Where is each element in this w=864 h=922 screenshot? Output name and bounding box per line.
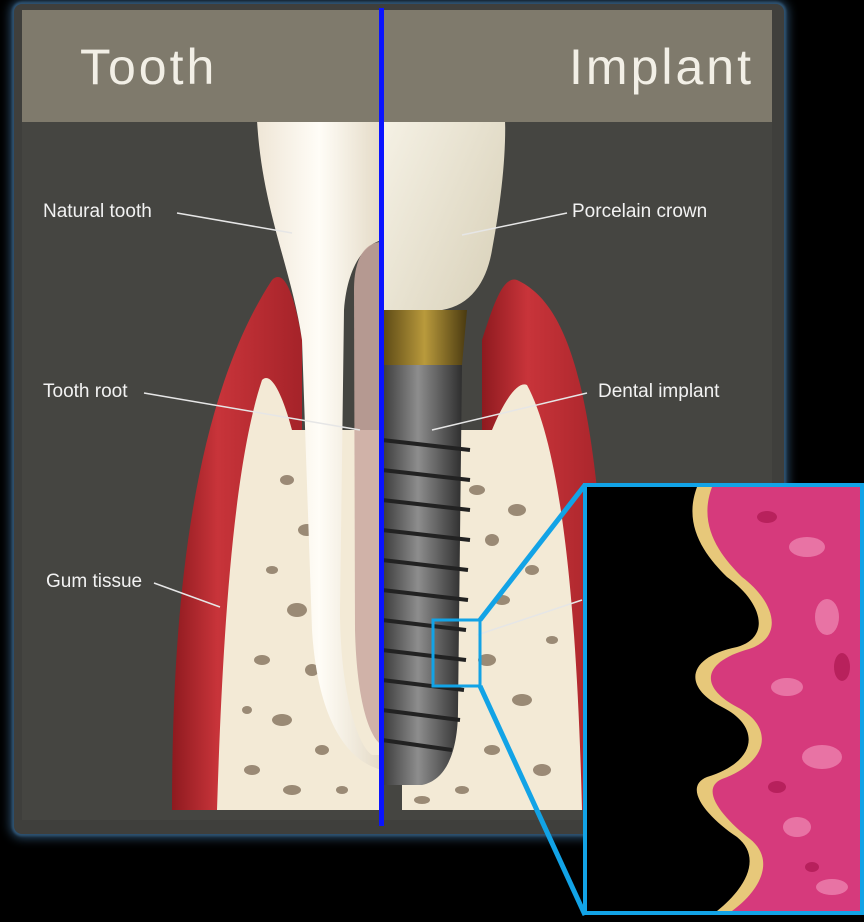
label-tooth-root: Tooth root	[43, 381, 128, 403]
label-gum-tissue: Gum tissue	[46, 571, 142, 593]
label-dental-implant: Dental implant	[598, 381, 719, 403]
header-band: Tooth Implant	[22, 10, 772, 122]
title-tooth: Tooth	[80, 38, 217, 96]
divider-line	[379, 8, 384, 826]
label-porcelain-crown: Porcelain crown	[572, 201, 707, 223]
abutment-collar	[382, 310, 467, 365]
title-implant: Implant	[569, 38, 754, 96]
histology-image	[587, 487, 860, 911]
label-natural-tooth: Natural tooth	[43, 201, 152, 223]
tooth-pulp	[354, 242, 382, 745]
histology-inset	[583, 483, 864, 915]
implant-body	[382, 365, 462, 785]
